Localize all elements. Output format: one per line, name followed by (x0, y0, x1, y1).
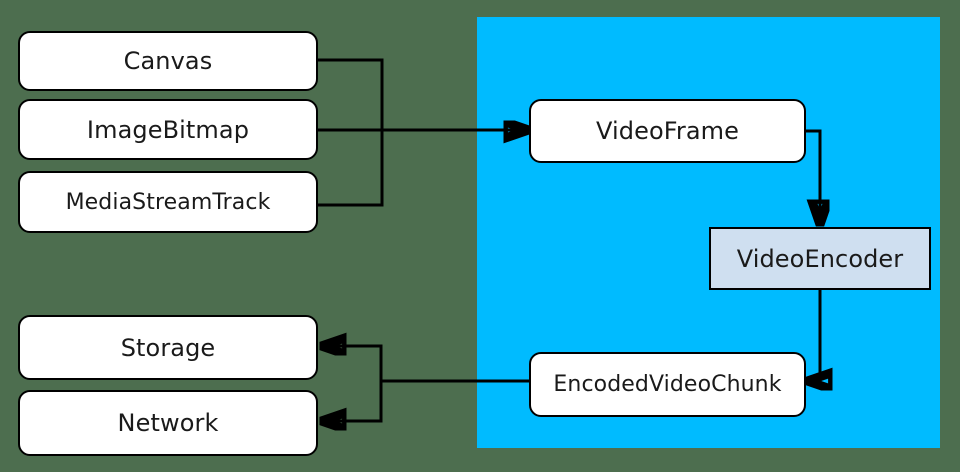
node-video-frame[interactable]: VideoFrame (529, 99, 806, 163)
node-canvas-label: Canvas (123, 47, 213, 75)
node-storage[interactable]: Storage (18, 315, 318, 380)
node-storage-label: Storage (120, 333, 216, 362)
node-media-stream-track[interactable]: MediaStreamTrack (18, 171, 318, 233)
node-image-bitmap-label: ImageBitmap (86, 115, 250, 144)
node-video-encoder-label: VideoEncoder (736, 244, 904, 273)
node-network[interactable]: Network (18, 390, 318, 456)
node-video-frame-label: VideoFrame (595, 117, 740, 145)
node-media-stream-track-label: MediaStreamTrack (65, 189, 271, 215)
node-encoded-video-chunk[interactable]: EncodedVideoChunk (529, 352, 806, 417)
node-network-label: Network (117, 409, 219, 437)
node-image-bitmap[interactable]: ImageBitmap (18, 99, 318, 160)
node-canvas[interactable]: Canvas (18, 31, 318, 91)
node-video-encoder[interactable]: VideoEncoder (709, 227, 931, 290)
node-encoded-video-chunk-label: EncodedVideoChunk (553, 372, 782, 397)
